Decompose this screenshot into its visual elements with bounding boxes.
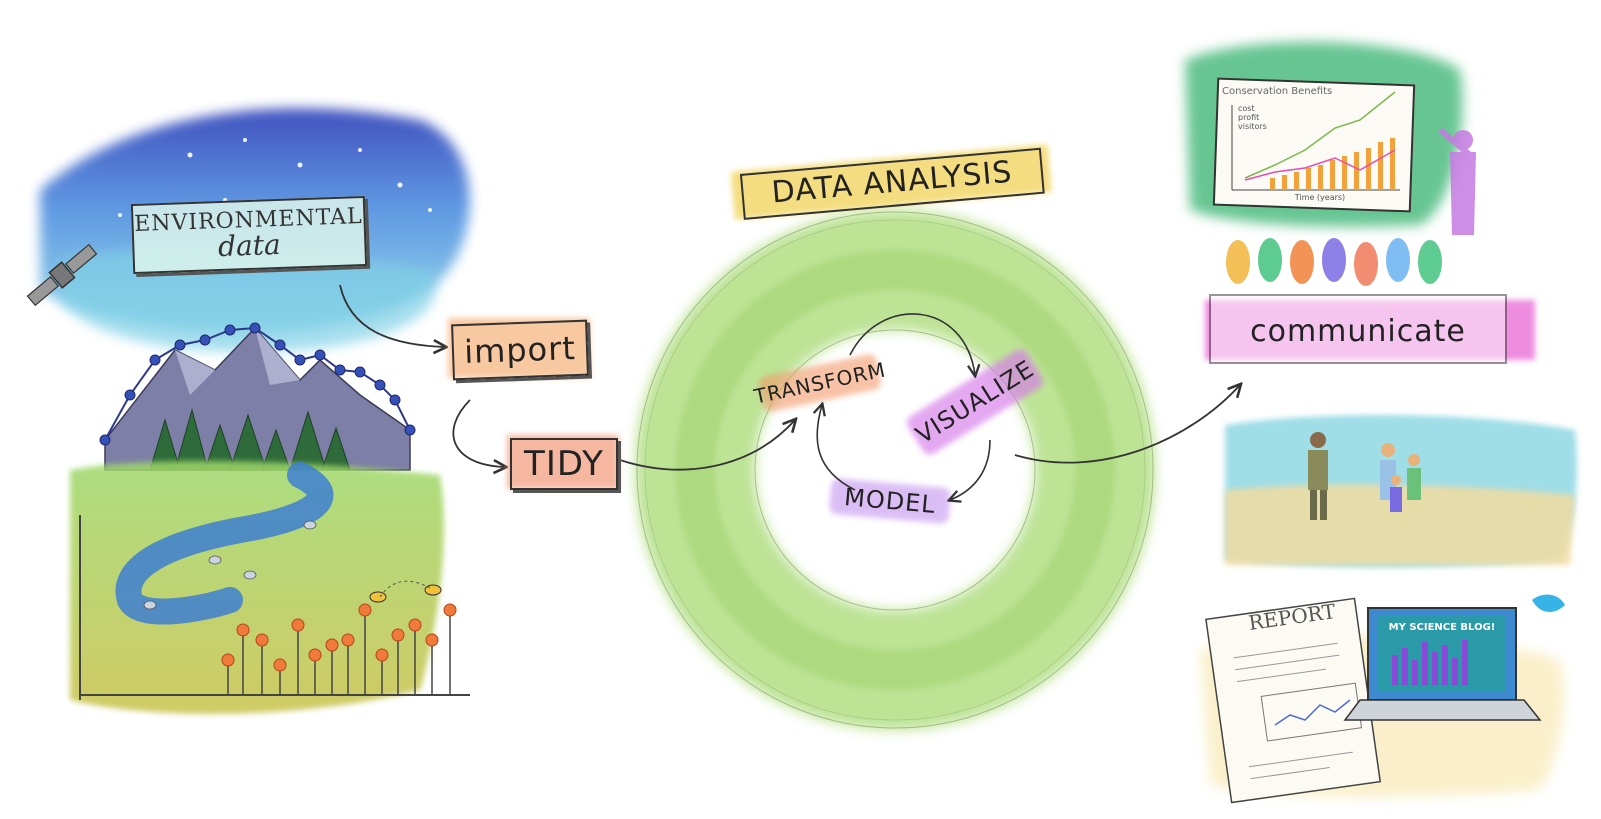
conservation-chart-title: Conservation Benefits — [1222, 85, 1333, 97]
presenter-figure — [1438, 127, 1476, 235]
environmental-illustration — [26, 108, 470, 714]
import-step-label: import — [451, 319, 589, 381]
communicate-illustration — [1185, 41, 1577, 804]
analysis-ring — [635, 210, 1155, 730]
ranger-figure — [1308, 432, 1328, 520]
bee-icon — [369, 584, 442, 603]
family-figures — [1380, 443, 1421, 512]
environmental-data-label: ENVIRONMENTAL data — [130, 195, 368, 275]
tidy-step-label: TIDY — [510, 438, 618, 490]
report-document — [1205, 597, 1382, 804]
data-subtitle: data — [217, 227, 282, 264]
audience-figures — [1226, 238, 1442, 286]
satellite-icon — [26, 243, 98, 307]
communicate-label: communicate — [1250, 313, 1466, 349]
blog-title: MY SCIENCE BLOG! — [1388, 621, 1496, 633]
conservation-chart-legend: cost profit visitors — [1238, 103, 1267, 131]
bird-icon — [1532, 594, 1565, 612]
laptop — [1343, 607, 1542, 721]
mini-chart — [1231, 91, 1400, 191]
conservation-chart-xlabel: Time (years) — [1294, 192, 1346, 202]
